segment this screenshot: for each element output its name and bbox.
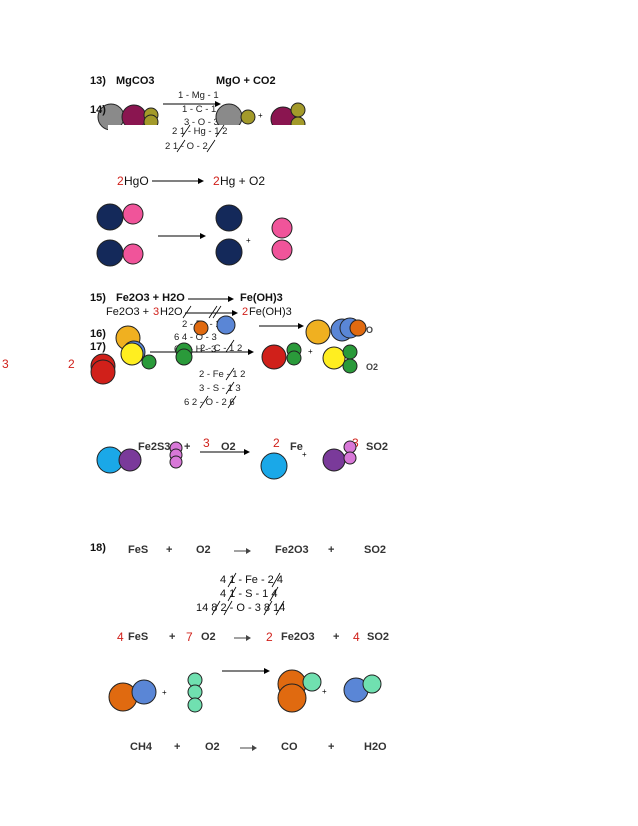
svg-text:+: + bbox=[322, 687, 327, 696]
svg-text:+: + bbox=[162, 688, 167, 697]
problem-14-number: 14) bbox=[90, 104, 106, 116]
problem-19-h2o: H2O bbox=[364, 741, 387, 753]
problem-17-coef-fe: 2 bbox=[273, 436, 280, 450]
problem-17-tally-s: 3 - S - 1 3 bbox=[199, 383, 241, 394]
problem-18-o2: O2 bbox=[196, 544, 211, 556]
problem-16-tally-c: 2 - C - 1 2 bbox=[200, 343, 243, 354]
problem-19-plus1: + bbox=[174, 741, 181, 753]
problem-15-h2o: H2O bbox=[160, 306, 183, 318]
problem-15-prod: Fe(OH)3 bbox=[249, 306, 292, 318]
problem-18-so2-2: SO2 bbox=[367, 631, 390, 643]
problem-19-o2: O2 bbox=[205, 741, 220, 753]
problem-17-fe: Fe bbox=[290, 441, 303, 453]
problem-13-tally-o: 3 - O - 3 bbox=[184, 117, 219, 128]
problem-14-tally-o: 2 1 - O - 2 bbox=[165, 141, 208, 152]
problem-15-header: Fe2O3 + H2O bbox=[116, 292, 185, 304]
problem-18-plus2-2: + bbox=[333, 631, 340, 643]
problem-13-product: MgO + CO2 bbox=[216, 75, 276, 87]
problem-13-reactant: MgCO3 bbox=[116, 75, 155, 87]
svg-text:+: + bbox=[308, 347, 313, 356]
problem-18-tally-fe: 4 1 - Fe - 2 4 bbox=[220, 574, 283, 586]
problem-13-number: 13) bbox=[90, 75, 106, 87]
problem-14-right: Hg + O2 bbox=[220, 174, 266, 188]
problem-17-side-left: 3 bbox=[2, 357, 9, 371]
svg-text:O: O bbox=[366, 325, 373, 335]
problem-15-coef-prod: 2 bbox=[242, 306, 249, 318]
problem-13-tally-c: 1 - C - 1 bbox=[182, 104, 217, 115]
problem-17-o2: O2 bbox=[221, 441, 236, 453]
problem-13-tally-mg: 1 - Mg - 1 bbox=[178, 90, 219, 101]
problem-14-coef-right: 2 bbox=[213, 174, 220, 188]
problem-15-product: Fe(OH)3 bbox=[240, 292, 283, 304]
svg-text:O2: O2 bbox=[366, 362, 378, 372]
problem-19-co: CO bbox=[281, 741, 298, 753]
problem-18-tally-s: 4 1 - S - 1 4 bbox=[220, 588, 278, 600]
problem-14-left: HgO bbox=[124, 174, 149, 188]
problem-18-tally-o: 14 8 2 - O - 3 8 14 bbox=[196, 602, 286, 614]
problem-18-coef-o2: 7 bbox=[186, 630, 193, 644]
svg-text:+: + bbox=[302, 450, 307, 459]
problem-14-tally-hg: 2 1 - Hg - 1 2 bbox=[172, 126, 228, 137]
problem-17-tally-o: 6 2 - O - 2 6 bbox=[184, 397, 235, 408]
problem-18-coef-fe2o3: 2 bbox=[266, 630, 273, 644]
problem-14-coef-left: 2 bbox=[117, 174, 124, 188]
problem-17-tally-fe: 2 - Fe - 1 2 bbox=[199, 369, 246, 380]
problem-19-plus2: + bbox=[328, 741, 335, 753]
problem-15-number: 15) bbox=[90, 292, 106, 304]
problem-17-so2: SO2 bbox=[366, 441, 389, 453]
problem-18-plus2: + bbox=[328, 544, 335, 556]
problem-18-plus1: + bbox=[166, 544, 173, 556]
problem-15-tally-o: 6 4 - O - 3 bbox=[174, 332, 217, 343]
problem-18-fes-2: FeS bbox=[128, 631, 149, 643]
problem-17-coef-so2: 3 bbox=[352, 436, 359, 450]
problem-18-o2-2: O2 bbox=[201, 631, 216, 643]
problem-15-coef-h2o: 3 bbox=[153, 306, 160, 318]
problem-17-reactant: Fe2S3 bbox=[138, 441, 171, 453]
problem-18-fes: FeS bbox=[128, 544, 149, 556]
problem-17-plus: + bbox=[184, 441, 191, 453]
problem-18-so2: SO2 bbox=[364, 544, 387, 556]
svg-text:+: + bbox=[258, 111, 263, 120]
problem-17-number: 17) bbox=[90, 341, 106, 353]
problem-15-tally-h: 6 2 - H - 3 bbox=[174, 344, 217, 355]
problem-16-number: 16) bbox=[90, 328, 106, 340]
problem-18-plus1-2: + bbox=[169, 631, 176, 643]
problem-15-left: Fe2O3 + bbox=[106, 306, 150, 318]
problem-18-fe2o3: Fe2O3 bbox=[275, 544, 309, 556]
problem-19-ch4: CH4 bbox=[130, 741, 153, 753]
problem-18-coef-fes: 4 bbox=[117, 630, 124, 644]
problem-17-side-right: 2 bbox=[68, 357, 75, 371]
problem-18-coef-so2: 4 bbox=[353, 630, 360, 644]
problem-18-number: 18) bbox=[90, 542, 106, 554]
svg-text:+: + bbox=[246, 236, 251, 245]
problem-18-fe2o3-2: Fe2O3 bbox=[281, 631, 315, 643]
problem-17-coef-o2: 3 bbox=[203, 436, 210, 450]
